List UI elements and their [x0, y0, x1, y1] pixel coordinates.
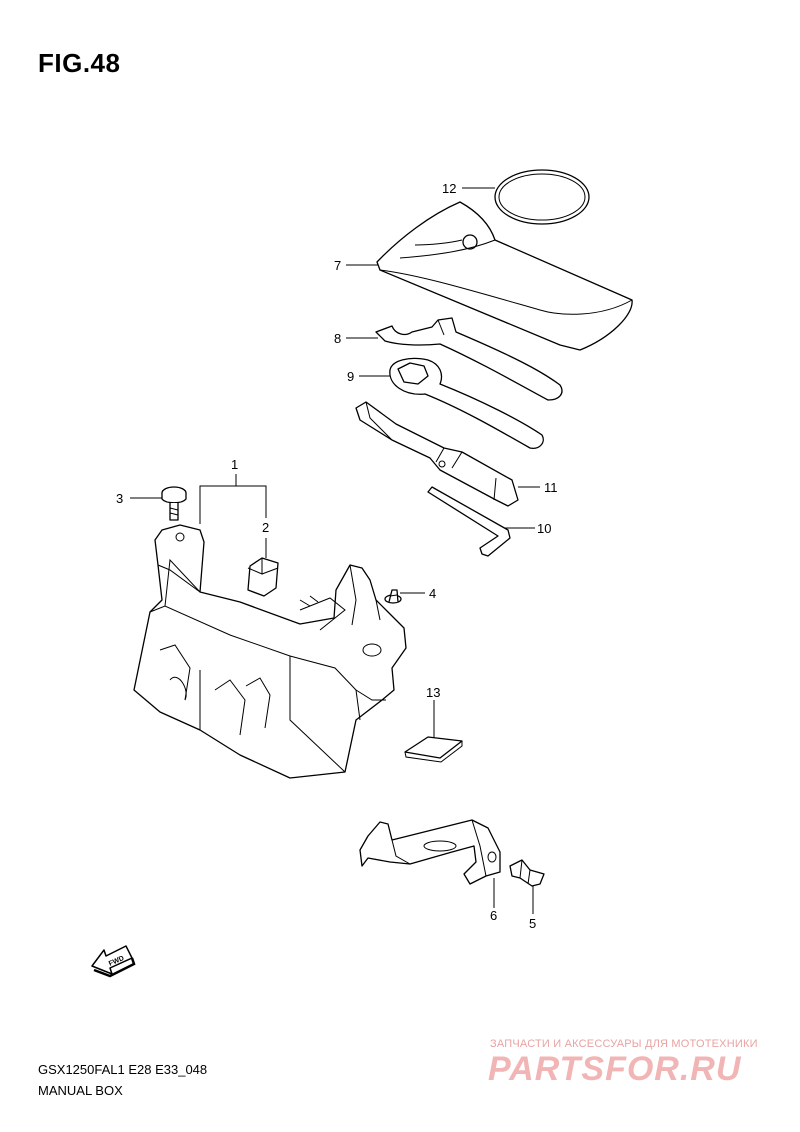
- part-13-sheet: [404, 736, 463, 763]
- callout-13: 13: [426, 685, 440, 700]
- callout-5: 5: [529, 916, 536, 931]
- part-3-bolt: [161, 486, 187, 521]
- part-6-bracket: [359, 819, 501, 885]
- part-5-bolt: [509, 859, 545, 887]
- part-11-spark-plug-wrench: [355, 401, 519, 507]
- callout-8: 8: [334, 331, 341, 346]
- watermark-tagline: ЗАПЧАСТИ И АКСЕССУАРЫ ДЛЯ МОТОТЕХНИКИ: [490, 1038, 758, 1050]
- part-10-hex-key: [427, 486, 511, 557]
- model-code: GSX1250FAL1 E28 E33_048: [38, 1062, 208, 1077]
- callout-labels: 1 2 3 4 5 6 7 8 9 10 11 12 13: [116, 181, 558, 931]
- fwd-arrow-icon: FWD: [91, 945, 136, 978]
- callout-1: 1: [231, 457, 238, 472]
- leader-lines: [130, 187, 540, 914]
- callout-12: 12: [442, 181, 456, 196]
- callout-10: 10: [537, 521, 551, 536]
- part-8-wrench: [375, 317, 563, 401]
- section-name: MANUAL BOX: [38, 1083, 123, 1098]
- part-2-cushion: [247, 557, 279, 597]
- callout-11: 11: [544, 480, 558, 495]
- part-12-rubber-band: [494, 169, 590, 225]
- watermark-logo: PARTSFOR.RU: [488, 1050, 742, 1088]
- callout-3: 3: [116, 491, 123, 506]
- callout-6: 6: [490, 908, 497, 923]
- callout-7: 7: [334, 258, 341, 273]
- part-7-tool-bag: [376, 201, 633, 351]
- figure-title: FIG.48: [38, 48, 121, 78]
- callout-2: 2: [262, 520, 269, 535]
- callout-9: 9: [347, 369, 354, 384]
- part-1-manual-box: [133, 524, 407, 779]
- part-9-box-wrench: [389, 357, 544, 449]
- callout-4: 4: [429, 586, 436, 601]
- part-4-screw: [384, 589, 402, 604]
